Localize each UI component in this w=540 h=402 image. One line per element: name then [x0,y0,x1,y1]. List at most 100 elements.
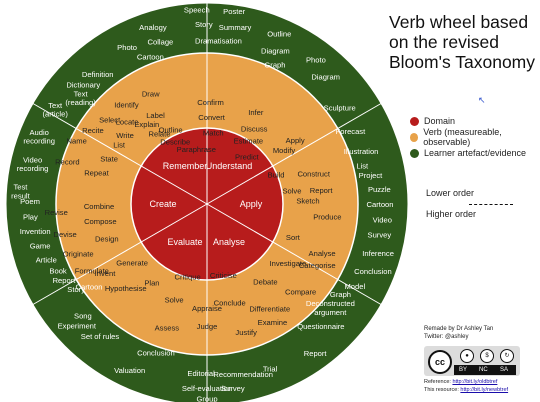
reference-link[interactable]: http://bit.ly/oldbtref [452,379,498,385]
verb-label: Match [203,128,224,137]
verb-label: Modify [273,146,296,155]
artefact-label: Game [30,242,51,251]
artefact-label: Graph [264,61,285,70]
domain-label: Remember [163,161,208,171]
mouse-cursor-icon: ↖ [478,95,486,105]
artefact-label: Photo [117,43,137,52]
artefact-label: Questionnaire [297,322,344,331]
verb-label: Compare [285,287,316,296]
verb-label: Categorise [299,261,336,270]
cc-license-badge: cc ● $ ↻ BY NC SA [424,346,520,376]
credit-author: Remade by Dr Ashley Tan [424,326,494,332]
legend-label-domain: Domain [424,116,456,126]
artefact-label: Collage [148,38,174,47]
resource-link[interactable]: http://bit.ly/newbtref [460,387,509,393]
verb-label: Solve [282,187,301,196]
artefact-label: Editorial [187,369,215,378]
attribution-icon: ● [460,349,474,363]
artefact-label: Diagram [261,47,290,56]
verb-label: Apply [286,136,305,145]
artefact-label: Dramatisation [195,36,242,45]
verb-label: Discuss [241,125,268,134]
verb-label: Label [146,111,165,120]
verb-label: Debate [253,277,278,286]
order-divider [469,204,513,205]
artefact-label: Text(article) [43,101,69,119]
legend-swatch-artefact [410,148,419,158]
verb-label: List [113,141,126,150]
artefact-label: Report [304,349,328,358]
legend-swatch-domain [410,116,419,126]
artefact-label: Invention [20,227,51,236]
artefact-label: Story [67,285,85,294]
verb-label: Analyse [309,249,336,258]
artefact-label: Article [36,255,57,264]
verb-label: Judge [197,322,218,331]
artefact-label: Play [23,212,38,221]
verb-label: Confirm [197,98,224,107]
artefact-label: Report [53,276,77,285]
higher-order-label: Higher order [426,209,477,219]
artefact-label: Puzzle [368,185,391,194]
verb-label: Write [116,131,134,140]
verb-label: Record [55,157,79,166]
credit-twitter: Twitter: @ashley [424,334,469,340]
artefact-label: Photo [306,55,326,64]
verb-label: Repeat [84,168,109,177]
artefact-label: Groupdiscussion [189,395,224,402]
verb-label: Paraphrase [177,145,216,154]
verb-label: Formulate [75,267,109,276]
artefact-label: Conclusion [354,267,392,276]
verb-label: Locate [116,117,139,126]
domain-label: Apply [240,199,263,209]
license-by: BY [459,367,468,373]
verb-label: Examine [258,318,288,327]
artefact-label: Dictionary [66,81,100,90]
verb-label: Name [67,136,87,145]
verb-label: Identify [114,101,139,110]
artefact-label: Definition [82,70,114,79]
verb-label: Devise [54,230,77,239]
verb-label: Build [268,171,285,180]
license-nc: NC [479,367,488,373]
domain-label: Evaluate [167,237,202,247]
verb-label: Recite [82,126,104,135]
sharealike-icon: ↻ [500,349,514,363]
legend-label-artefact: Learner artefact/evidence [424,148,527,158]
verb-label: Generate [116,258,148,267]
artefact-label: Cartoon [76,283,103,292]
verb-label: Invent [95,269,117,278]
verb-label: Convert [198,113,225,122]
artefact-label: Outline [267,30,291,39]
verb-label: Draw [142,90,160,99]
artefact-label: List [356,161,369,170]
page-title: Verb wheel based on the revised Bloom's … [389,12,535,72]
references: Reference: http://bit.ly/oldbtref This r… [424,378,508,394]
license-sa: SA [500,367,509,373]
legend-item-verb: Verb (measureable, observable) [410,127,540,147]
ring-divider [206,203,382,305]
credits: Remade by Dr Ashley Tan Twitter: @ashley [424,325,493,341]
verb-label: Assess [155,324,180,333]
legend-item-artefact: Learner artefact/evidence [410,145,540,161]
legend-label-verb: Verb (measureable, observable) [423,127,502,147]
verb-label: Justify [235,328,257,337]
legend-item-domain: Domain [410,113,540,129]
verb-label: Estimate [234,136,264,145]
artefact-label: Cartoon [137,52,164,61]
noncommercial-icon: $ [480,349,494,363]
artefact-label: Speech [184,5,210,14]
artefact-label: Recommendation [213,370,273,379]
ring-divider [32,203,208,305]
artefact-label: Illustration [344,147,379,156]
verb-label: Sketch [296,196,319,205]
verb-label: Design [95,235,119,244]
artefact-label: Model [344,282,365,291]
artefact-label: Graph [330,290,351,299]
domain-label: Analyse [213,237,245,247]
artefact-label: Analogy [139,23,167,32]
artefact-label: Cartoon [366,200,393,209]
